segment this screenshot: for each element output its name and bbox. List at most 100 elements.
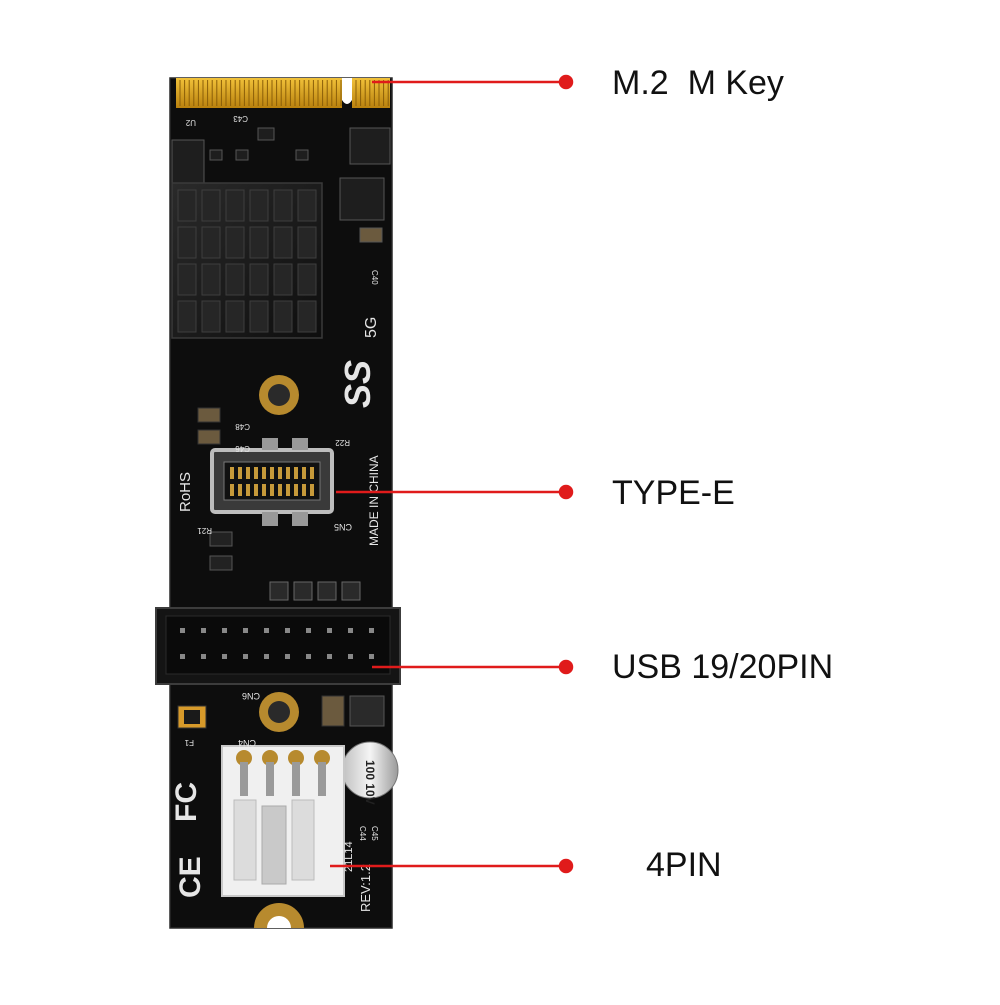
- smd-capacitor: [293, 581, 313, 601]
- usb-header-pins: [180, 628, 374, 659]
- smd-components-top: [171, 127, 391, 243]
- header-pin: [264, 628, 269, 633]
- r21-marking: R21: [197, 526, 212, 535]
- heatsink-fin: [297, 189, 317, 222]
- type-e-pin: [286, 484, 290, 496]
- header-pin: [327, 654, 332, 659]
- f1-marking: F1: [184, 738, 194, 747]
- smd-capacitor: [317, 581, 337, 601]
- four-pin-lead: [266, 762, 274, 796]
- four-pin-lead: [292, 762, 300, 796]
- type-e-pin: [302, 484, 306, 496]
- header-pin: [285, 628, 290, 633]
- finger-separators: [179, 80, 389, 106]
- heatsink-fin: [201, 300, 221, 333]
- type-e-pin: [246, 484, 250, 496]
- four-pin-lead: [240, 762, 248, 796]
- heatsink-fin: [249, 300, 269, 333]
- lot-marking: 21L14: [343, 841, 355, 872]
- header-pin: [201, 628, 206, 633]
- header-pin: [285, 654, 290, 659]
- type-e-connector: [210, 438, 334, 526]
- smd-capacitor: [269, 581, 289, 601]
- c44-marking: C44: [358, 826, 367, 841]
- heatsink-fin: [177, 226, 197, 259]
- heatsink-fin: [225, 263, 245, 296]
- header-pin: [369, 654, 374, 659]
- mounting-hole-top: [259, 375, 299, 415]
- header-pin: [327, 628, 332, 633]
- type-e-pin: [270, 484, 274, 496]
- type-e-pin: [302, 467, 306, 479]
- type-e-pin: [294, 467, 298, 479]
- smd-capacitor-row: [269, 581, 361, 601]
- type-e-pin: [230, 467, 234, 479]
- callout-dot-type-e: [558, 484, 574, 500]
- callout-dot-m2: [558, 74, 574, 90]
- four-pin-lead: [318, 762, 326, 796]
- revision-marking: REV:1.2: [358, 864, 373, 912]
- type-e-pin: [262, 484, 266, 496]
- heatsink-fin: [297, 226, 317, 259]
- heatsink: [171, 182, 323, 339]
- capacitor-marking: 100 10V: [363, 760, 377, 805]
- type-e-pins: [230, 467, 314, 496]
- fc-logo: FC: [170, 782, 203, 822]
- header-pin: [243, 654, 248, 659]
- heatsink-fin: [201, 263, 221, 296]
- type-e-pin: [238, 467, 242, 479]
- smd-capacitors-left: [197, 407, 233, 571]
- type-e-pin: [254, 467, 258, 479]
- c43-marking: C43: [233, 114, 248, 123]
- type-e-pin: [286, 467, 290, 479]
- c48-marking: C48: [235, 422, 250, 431]
- callout-label-type-e: TYPE-E: [612, 474, 735, 512]
- header-pin: [180, 654, 185, 659]
- heatsink-fin: [201, 189, 221, 222]
- heatsink-fin: [177, 300, 197, 333]
- usb-header-connector: [155, 607, 401, 685]
- u2-marking: U2: [185, 118, 196, 127]
- heatsink-fin: [225, 226, 245, 259]
- r22-marking: R22: [335, 438, 350, 447]
- header-pin: [306, 654, 311, 659]
- type-e-pin: [238, 484, 242, 496]
- header-pin: [222, 628, 227, 633]
- type-e-pin: [278, 484, 282, 496]
- heatsink-fin: [201, 226, 221, 259]
- four-pin-pins: [236, 750, 330, 796]
- cn5-marking: CN5: [334, 522, 352, 532]
- type-e-pin: [230, 484, 234, 496]
- heatsink-fins: [177, 189, 317, 333]
- smd-caps-right: [321, 695, 385, 727]
- c40-marking: C40: [370, 270, 379, 285]
- fuse-f1: [177, 705, 207, 729]
- board-markings: RoHS MADE IN CHINA REV:1.2 21L14 FC CE C…: [170, 114, 381, 912]
- heatsink-fin: [249, 189, 269, 222]
- heatsink-fin: [273, 226, 293, 259]
- heatsink-fin: [273, 189, 293, 222]
- callout-label-4pin: 4PIN: [646, 846, 722, 884]
- speed-marking: 5G: [363, 317, 380, 338]
- c46-marking: C46: [235, 444, 250, 453]
- type-e-pin: [262, 467, 266, 479]
- heatsink-fin: [273, 300, 293, 333]
- heatsink-fin: [273, 263, 293, 296]
- c45-marking: C45: [370, 826, 379, 841]
- header-pin: [306, 628, 311, 633]
- heatsink-fin: [297, 263, 317, 296]
- cn4-marking: CN4: [238, 738, 256, 748]
- superspeed-logo: SS 5G: [337, 317, 380, 408]
- type-e-pin: [310, 484, 314, 496]
- header-pin: [264, 654, 269, 659]
- ce-logo: CE: [174, 856, 207, 898]
- mounting-hole-middle: [259, 692, 299, 732]
- heatsink-fin: [225, 300, 245, 333]
- rohs-marking: RoHS: [177, 472, 194, 512]
- smd-capacitor: [341, 581, 361, 601]
- header-pin: [222, 654, 227, 659]
- ss-logo-text: SS: [337, 360, 378, 408]
- header-pin: [243, 628, 248, 633]
